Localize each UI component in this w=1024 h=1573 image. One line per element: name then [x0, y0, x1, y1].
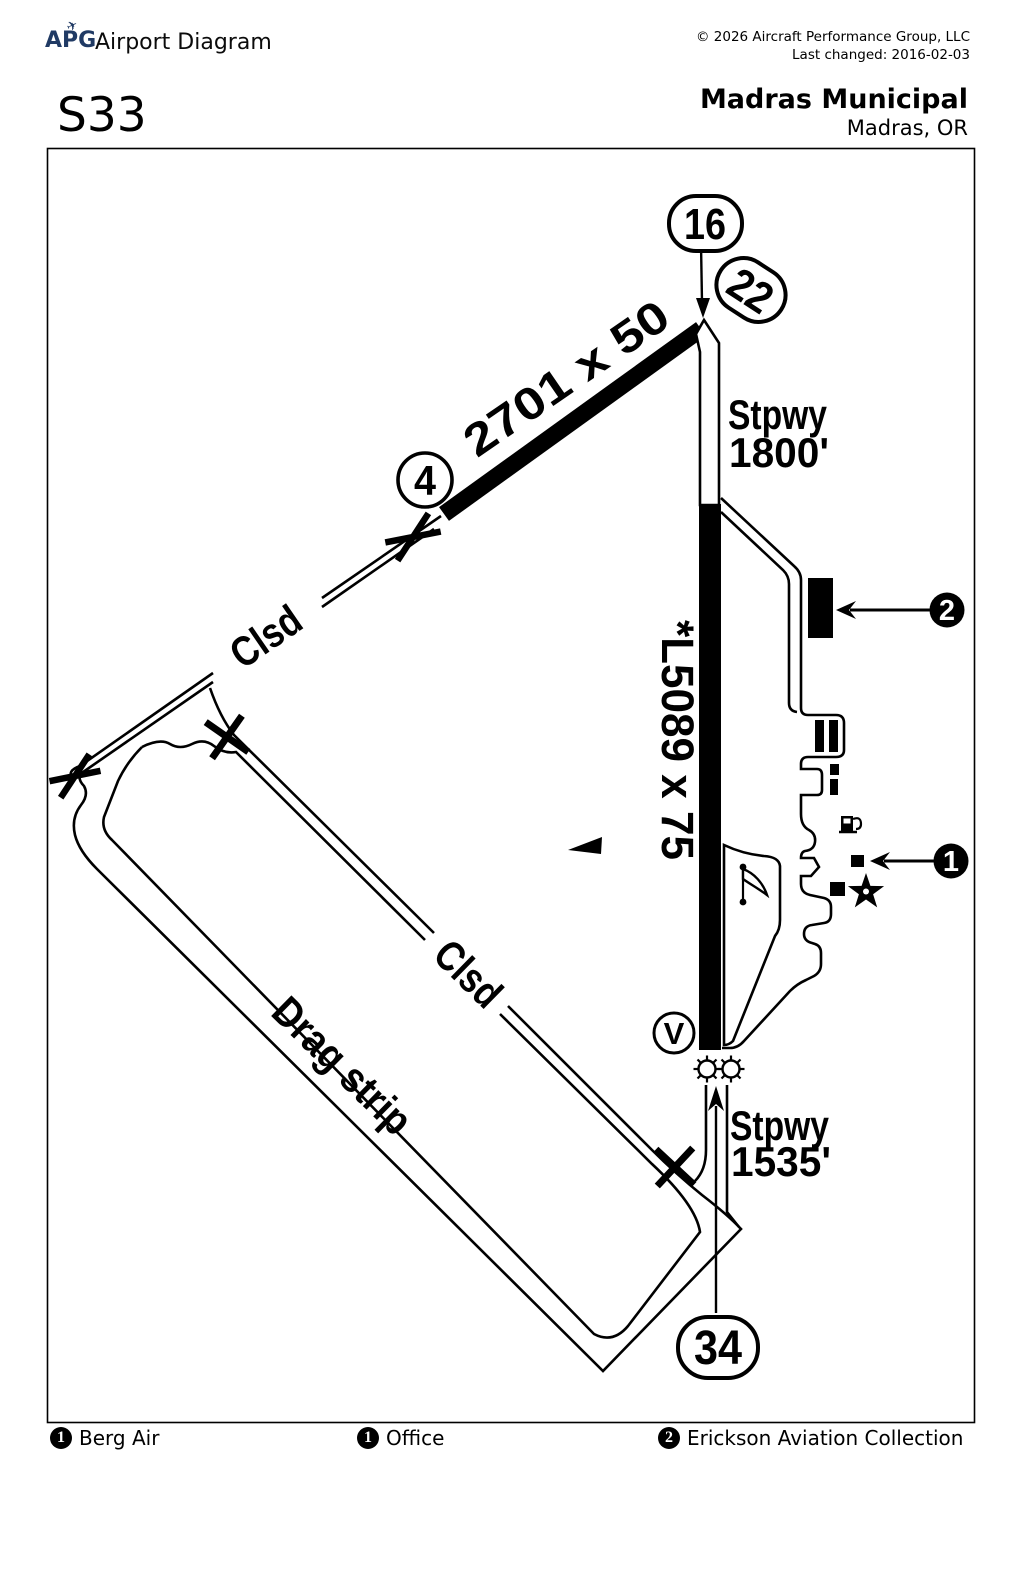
marker-2-number: 2 — [939, 595, 955, 627]
stopway-south-outline — [694, 1085, 741, 1228]
legend-label: Berg Air — [79, 1426, 160, 1450]
runway-22-balloon: 22 — [714, 256, 788, 324]
closed-runway-4-22-label: Clsd — [221, 596, 310, 678]
marker-1-arrowhead — [870, 852, 890, 870]
hangar-building — [808, 578, 833, 638]
stopway-north-outline — [694, 317, 721, 507]
drag-strip-label: Drag strip — [263, 987, 421, 1144]
runway-4-label: 4 — [414, 457, 437, 504]
copyright-line: © 2026 Aircraft Performance Group, LLC — [695, 29, 970, 45]
runway-34-label: 34 — [694, 1322, 742, 1375]
marker-1: 1 — [870, 843, 969, 879]
taxiway-inner-edge — [720, 511, 798, 714]
svg-text:Drag strip: Drag strip — [263, 987, 421, 1144]
legend-label: Erickson Aviation Collection — [687, 1426, 964, 1450]
legend-item-office: 1 Office — [357, 1426, 444, 1450]
vasi-label: V — [664, 1016, 685, 1051]
windsock-island-outline — [722, 842, 782, 1047]
threshold-light-symbols — [693, 1055, 745, 1083]
legend-marker-2-icon: 2 — [658, 1427, 680, 1449]
svg-text:1535': 1535' — [731, 1138, 831, 1185]
runway-16-balloon: 16 — [667, 194, 744, 253]
building-bar-2 — [829, 720, 838, 752]
office-building — [851, 855, 864, 867]
svg-text:Stpwy: Stpwy — [730, 1102, 830, 1149]
legend-marker-1-icon: 1 — [357, 1427, 379, 1449]
apron-buildings — [808, 578, 864, 896]
apg-logo-text: APG — [45, 28, 97, 53]
stopway-north-label: Stpwy 1800' — [728, 391, 829, 476]
runway-34-balloon: 34 — [676, 1315, 760, 1380]
runway-4-22-pavement — [439, 322, 706, 521]
svg-text:Clsd: Clsd — [221, 596, 310, 678]
building-small-2 — [830, 779, 838, 795]
apg-logo: APG✈ — [45, 17, 97, 53]
closed-area-outline — [72, 687, 743, 1373]
legend-marker-1-icon: 1 — [50, 1427, 72, 1449]
diagram-border — [46, 147, 976, 1424]
marker-2: 2 — [836, 592, 965, 628]
runway-16-34-dimension: *L5089 x 75 — [652, 620, 703, 860]
legend-label: Office — [386, 1426, 445, 1450]
svg-text:Clsd: Clsd — [425, 930, 512, 1017]
airport-city: Madras, OR — [846, 116, 968, 140]
closed-taxiway-cross-marks — [203, 713, 697, 1189]
runway-16-34-pavement — [699, 504, 721, 1050]
svg-text:*L5089 x 75: *L5089 x 75 — [652, 620, 703, 860]
building-bar-1 — [815, 720, 824, 752]
marker-2-arrowhead — [836, 601, 856, 619]
windsock-icon — [739, 863, 770, 906]
runway-16-label: 16 — [684, 200, 726, 249]
triangle-symbol — [568, 837, 602, 854]
closed-runway-x-marks — [48, 511, 442, 800]
product-title: Airport Diagram — [95, 30, 272, 55]
marker-1-number: 1 — [943, 846, 959, 878]
legend: 1 Berg Air 1 Office 2 Erickson Aviation … — [0, 1424, 1024, 1454]
star-icon — [847, 873, 885, 908]
svg-text:1800': 1800' — [729, 429, 829, 476]
airport-identifier: S33 — [57, 88, 147, 143]
taxiway-apron-outline — [720, 497, 846, 1050]
closed-runway-label: Clsd — [425, 930, 512, 1017]
legend-item-berg-air: 1 Berg Air — [50, 1426, 159, 1450]
runway-16-leader-arrow — [696, 243, 710, 318]
svg-text:Stpwy: Stpwy — [728, 391, 828, 438]
stopway-south-label: Stpwy 1535' — [730, 1102, 831, 1185]
runway-34-leader-arrow — [708, 1086, 724, 1313]
runway-4-balloon: 4 — [396, 451, 454, 509]
fuel-pump-icon — [839, 816, 863, 834]
building-small-3 — [830, 882, 845, 896]
last-changed-line: Last changed: 2016-02-03 — [792, 47, 970, 63]
vasi-symbol: V — [652, 1011, 696, 1055]
building-small-1 — [830, 764, 839, 775]
airport-name: Madras Municipal — [699, 84, 968, 115]
legend-item-erickson: 2 Erickson Aviation Collection — [658, 1426, 963, 1450]
copyright-block: © 2026 Aircraft Performance Group, LLC L… — [696, 28, 970, 64]
